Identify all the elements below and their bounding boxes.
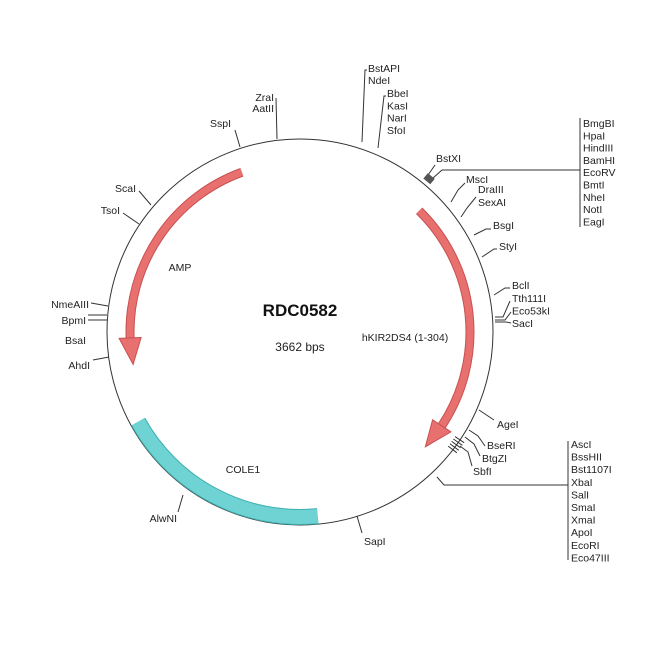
draiii-tick: [460, 196, 477, 218]
site-label-zrai: ZraI: [255, 92, 274, 104]
site-label-sexai: SexAI: [478, 197, 506, 209]
site-label-noti: NotI: [583, 204, 602, 216]
site-label-bstxi: BstXI: [436, 153, 461, 165]
site-label-smai: SmaI: [571, 502, 596, 514]
site-label-nmeaiii: NmeAIII: [51, 299, 89, 311]
alwni-tick: [177, 494, 184, 513]
hkir2ds4-arrowhead: [424, 418, 452, 448]
site-label-agei: AgeI: [497, 419, 519, 431]
agei-tick: [478, 409, 495, 421]
site-label-bmti: BmtI: [583, 180, 605, 192]
zrai-tick: [275, 97, 278, 140]
mcs2-cut-mark: [447, 445, 458, 454]
site-label-kasi: KasI: [387, 100, 408, 112]
site-label-sapi: SapI: [364, 536, 386, 548]
mcs2-cut-mark: [454, 436, 465, 444]
btgzi-tick: [464, 436, 481, 457]
tsoi-tick: [122, 212, 140, 225]
site-label-aatii: AatII: [252, 103, 274, 115]
site-label-bsgi: BsgI: [493, 220, 514, 232]
site-label-hindiii: HindIII: [583, 143, 613, 155]
site-label-ecorv: EcoRV: [583, 167, 616, 179]
bseri-tick: [468, 429, 486, 447]
site-label-xbai: XbaI: [571, 477, 593, 489]
site-label-alwni: AlwNI: [150, 513, 177, 525]
feature-label-amp: AMP: [169, 262, 192, 274]
site-label-bbei: BbeI: [387, 88, 409, 100]
site-label-bamhi: BamHI: [583, 155, 615, 167]
scai-tick: [138, 190, 152, 206]
site-label-bsshii: BssHII: [571, 452, 602, 464]
site-label-asci: AscI: [571, 439, 591, 451]
site-label-tsoi: TsoI: [101, 205, 120, 217]
site-label-nari: NarI: [387, 113, 407, 125]
site-label-bseri: BseRI: [487, 440, 516, 452]
sapi-tick: [356, 515, 363, 534]
sspi-tick: [234, 129, 241, 148]
bstapi-tick: [361, 69, 367, 143]
cole1-band: [132, 418, 319, 524]
site-label-bcli: BclI: [512, 280, 530, 292]
site-label-saci: SacI: [512, 318, 533, 330]
site-label-tth111i: Tth111I: [512, 293, 546, 305]
amp-arrow: [126, 168, 244, 339]
bcli-tick: [493, 287, 510, 296]
site-label-bpmi: BpmI: [61, 315, 86, 327]
hkir2ds4-arrow: [416, 208, 474, 428]
site-label-scai: ScaI: [115, 183, 136, 195]
site-label-ahdi: AhdI: [68, 360, 90, 372]
site-label-bmgbi: BmgBI: [583, 118, 615, 130]
eco53ki-tick: [495, 311, 512, 321]
site-label-apoi: ApoI: [571, 527, 593, 539]
site-label-msci: MscI: [466, 174, 488, 186]
mcs2-cut-mark: [451, 440, 461, 449]
site-label-btgzi: BtgZI: [482, 453, 507, 465]
feature-label-hkir2ds4: hKIR2DS4 (1-304): [362, 332, 448, 344]
site-label-eco53ki: Eco53kI: [512, 306, 550, 318]
plasmid-size: 3662 bps: [275, 340, 324, 354]
site-label-sspi: SspI: [210, 118, 231, 130]
site-label-sfoi: SfoI: [387, 125, 406, 137]
mcs2-tick: [436, 476, 568, 486]
site-label-bst1107i: Bst1107I: [571, 464, 612, 476]
site-label-hpai: HpaI: [583, 130, 605, 142]
saci-tick: [495, 321, 512, 324]
msci-tick: [450, 182, 466, 203]
tth111i-tick: [495, 300, 511, 318]
site-label-xmai: XmaI: [571, 515, 596, 527]
mcs2-cut-mark: [449, 443, 460, 451]
nmeaiii-tick: [90, 302, 109, 307]
site-label-nhei: NheI: [583, 192, 605, 204]
site-label-ndei: NdeI: [368, 75, 390, 87]
site-label-eagi: EagI: [583, 216, 605, 228]
bbei-tick: [377, 95, 386, 149]
ahdi-tick: [92, 356, 110, 361]
bsgi-tick: [473, 228, 491, 236]
site-label-ecori: EcoRI: [571, 540, 600, 552]
site-label-sali: SalI: [571, 489, 589, 501]
sbfi-tick: [459, 445, 473, 467]
mcs1-site-cluster: [423, 173, 435, 185]
mcs1-tick: [432, 169, 580, 179]
feature-label-cole1: COLE1: [226, 464, 261, 476]
site-label-bsai: BsaI: [65, 335, 86, 347]
plasmid-name: RDC0582: [263, 301, 338, 320]
site-label-eco47iii: Eco47III: [571, 552, 610, 564]
site-label-draiii: DraIII: [478, 184, 504, 196]
styi-tick: [481, 248, 497, 258]
amp-arrowhead: [118, 337, 142, 366]
site-label-sbfi: SbfI: [473, 466, 492, 478]
mcs2-cut-mark: [453, 438, 463, 446]
site-label-styi: StyI: [499, 241, 517, 253]
site-label-bstapi: BstAPI: [368, 63, 400, 75]
